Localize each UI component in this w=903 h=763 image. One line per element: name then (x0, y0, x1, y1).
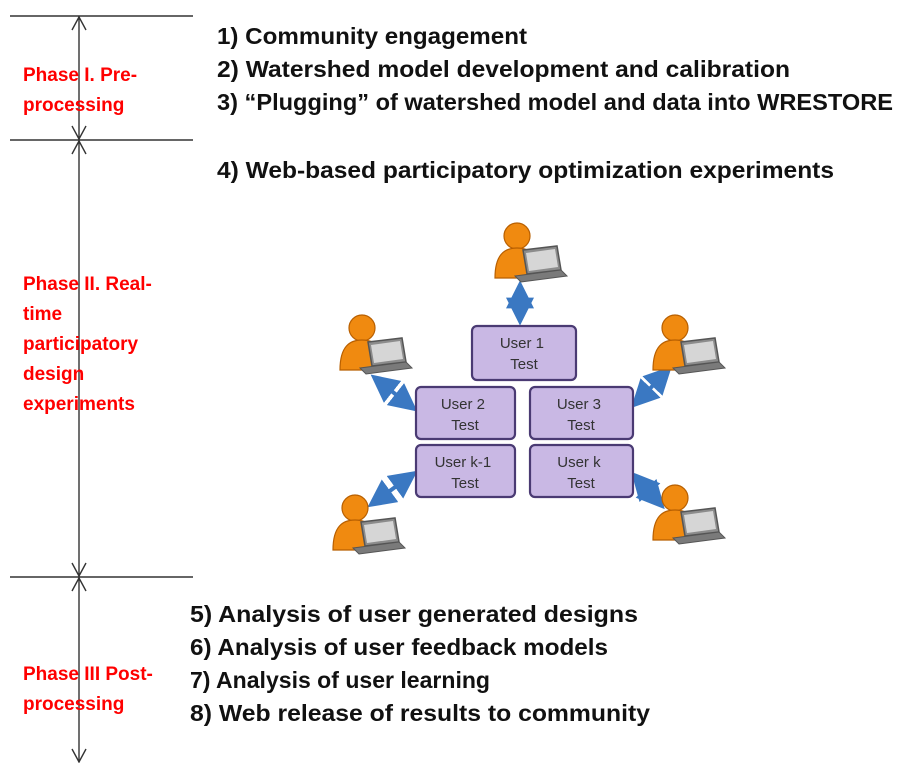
step-8: 8) Web release of results to community (190, 700, 650, 726)
svg-text:User 1 Test: User 1 Test (500, 335, 548, 373)
user-laptop-icon (332, 494, 406, 555)
step-7: 7) Analysis of user learning (190, 667, 490, 693)
step-4: 4) Web-based participatory optimization … (217, 157, 834, 183)
double-arrow-icon (367, 470, 418, 508)
step-2: 2) Watershed model development and calib… (217, 56, 790, 82)
step-3: 3) “Plugging” of watershed model and dat… (217, 89, 893, 115)
double-arrow-icon (631, 471, 665, 510)
user-test-box: User 2 Test (414, 385, 517, 441)
user-test-box: User k-1 Test (414, 443, 517, 499)
user-test-box: User k Test (528, 443, 635, 499)
svg-text:User k-1 Test: User k-1 Test (435, 454, 496, 492)
step-1: 1) Community engagement (217, 23, 527, 49)
user-laptop-icon (339, 314, 413, 375)
user-test-box: User 1 Test (470, 324, 578, 382)
timeline (10, 15, 193, 763)
phase-1-title: Phase I. Pre- processing (23, 65, 142, 116)
step-5: 5) Analysis of user generated designs (190, 601, 638, 627)
double-arrow-icon (370, 374, 418, 412)
phase-3-title: Phase III Post- processing (23, 664, 158, 715)
user-test-box: User 3 Test (528, 385, 635, 441)
svg-text:User 3 Test: User 3 Test (557, 396, 605, 434)
svg-text:User k Test: User k Test (557, 454, 605, 492)
user-laptop-icon (652, 314, 726, 375)
double-arrow-icon (631, 365, 672, 409)
svg-text:User 2 Test: User 2 Test (441, 396, 489, 434)
user-laptop-icon (494, 222, 568, 283)
step-6: 6) Analysis of user feedback models (190, 634, 608, 660)
user-laptop-icon (652, 484, 726, 545)
phase-2-title: Phase II. Real- time participatory desig… (23, 274, 157, 415)
connection-arrows (367, 280, 672, 510)
